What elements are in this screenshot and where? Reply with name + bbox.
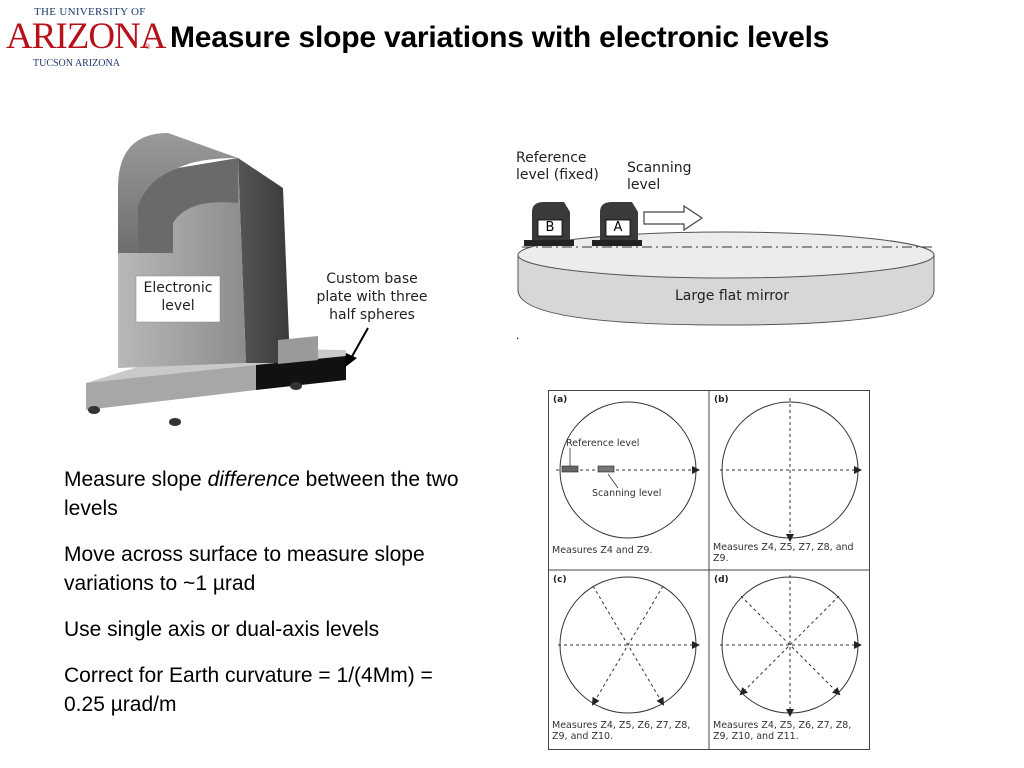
panel-c-caption-line1: Measures Z4, Z5, Z6, Z7, Z8,: [552, 720, 691, 731]
panel-a-tag: (a): [553, 395, 568, 405]
reference-level-label-line1: Reference: [516, 150, 587, 166]
panel-b-caption-line1: Measures Z4, Z5, Z7, Z8, and: [713, 542, 854, 553]
large-flat-mirror-label: Large flat mirror: [675, 288, 789, 304]
electronic-level-label-line1: Electronic: [143, 280, 213, 296]
base-plate-label-line3: half spheres: [329, 307, 415, 323]
panel-c-tag: (c): [553, 575, 567, 585]
bullet-move-across: Move across surface to measure slope var…: [64, 543, 425, 595]
reference-level-callout: Reference level: [566, 438, 640, 449]
panel-c-caption-line2: Z9, and Z10.: [552, 731, 614, 742]
mirror-scanning-illustration: [517, 202, 935, 326]
base-plate-label-line1: Custom base: [326, 271, 418, 287]
logo-university-of: THE UNIVERSITY OF: [34, 6, 146, 18]
scan-pattern-figure: (a) (b) (c) (d) Reference level Scanning…: [548, 390, 870, 750]
logo-registered-mark: ®: [145, 44, 151, 51]
bullet-1-text-b: between the two levels: [64, 468, 459, 520]
bullet-earth-curvature: Correct for Earth curvature = 1/(4Mm) = …: [64, 664, 433, 716]
level-b-tag: B: [545, 220, 555, 235]
reference-level-label-line2: level (fixed): [516, 167, 599, 183]
scanning-level-label-line2: level: [627, 177, 661, 193]
electronic-level-label: Electronic level: [136, 279, 220, 315]
logo-arizona: ARIZONA: [6, 16, 166, 57]
panel-d-caption-line2: Z9, Z10, and Z11.: [713, 731, 799, 742]
slide-title: Measure slope variations with electronic…: [170, 21, 830, 54]
scanning-level-label: Scanning level: [627, 160, 717, 194]
panel-c-caption: Measures Z4, Z5, Z6, Z7, Z8, Z9, and Z10…: [552, 720, 706, 742]
bullet-1-emphasis: difference: [207, 468, 300, 491]
base-plate-label: Custom base plate with three half sphere…: [304, 270, 440, 324]
panel-a-caption: Measures Z4 and Z9.: [552, 545, 702, 556]
panel-b-tag: (b): [714, 395, 729, 405]
level-a-tag: A: [613, 220, 623, 235]
panel-a-caption-line1: Measures Z4 and Z9.: [552, 545, 653, 556]
logo-tucson-arizona: TUCSON ARIZONA: [33, 58, 120, 69]
base-plate-label-line2: plate with three: [316, 289, 428, 305]
scan-pattern-grid: [548, 390, 870, 750]
panel-b-caption-line2: Z9.: [713, 553, 729, 564]
panel-d-tag: (d): [714, 575, 729, 585]
electronic-level-figure: Electronic level Custom base plate with …: [78, 128, 450, 433]
panel-d-caption-line1: Measures Z4, Z5, Z6, Z7, Z8,: [713, 720, 852, 731]
bullet-axis-levels: Use single axis or dual-axis levels: [64, 618, 380, 641]
scanning-level-label-line1: Scanning: [627, 160, 692, 176]
bullet-slope-difference: Measure slope difference between the two…: [64, 465, 474, 523]
panel-d-caption: Measures Z4, Z5, Z6, Z7, Z8, Z9, Z10, an…: [713, 720, 867, 742]
reference-level-label: Reference level (fixed): [516, 150, 626, 184]
electronic-level-illustration: [86, 133, 369, 426]
bullet-1-text-a: Measure slope: [64, 468, 208, 491]
mirror-scanning-figure: Reference level (fixed) Scanning level B…: [512, 140, 942, 350]
electronic-level-label-line2: level: [161, 298, 195, 314]
bullet-list: Measure slope difference between the two…: [64, 465, 474, 736]
scanning-level-callout: Scanning level: [592, 488, 662, 499]
stray-dot: .: [516, 328, 520, 342]
panel-b-caption: Measures Z4, Z5, Z7, Z8, and Z9.: [713, 542, 867, 564]
university-logo: THE UNIVERSITY OF ARIZONA ® TUCSON ARIZO…: [4, 6, 166, 72]
